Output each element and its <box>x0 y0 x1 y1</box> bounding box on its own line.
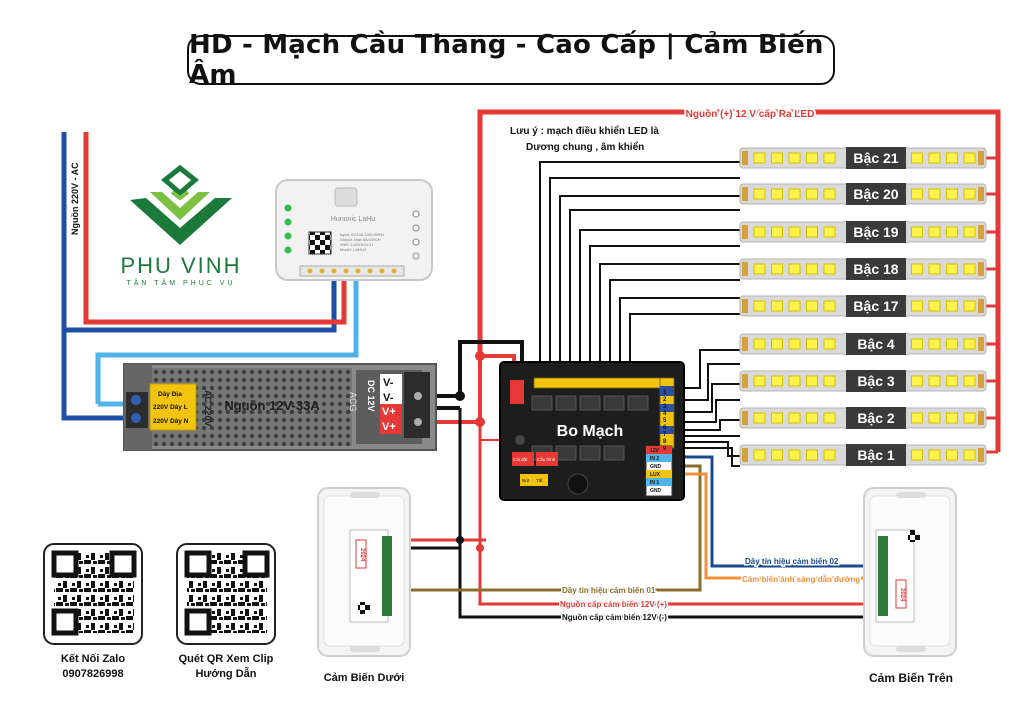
psu-brand: ACG <box>348 392 358 412</box>
qr-code-clip <box>176 543 276 645</box>
led-strip: Bậc 19 <box>739 221 987 243</box>
sensor-bottom-year: 2024 <box>359 548 365 562</box>
led-strip: Bậc 21 <box>739 147 987 169</box>
psu-terminal-4: V+ <box>382 421 396 433</box>
step-label: Bậc 1 <box>857 447 895 463</box>
ac-blue-psu <box>61 330 128 421</box>
sensor-bottom-device <box>317 487 411 657</box>
board-port-number: 2 <box>663 397 667 403</box>
step-label: Bậc 19 <box>853 224 898 240</box>
step-label: Bậc 3 <box>857 373 895 389</box>
board-port-number: 7 <box>663 432 667 438</box>
top-sig <box>660 455 882 568</box>
psu-input-neutral: 220V Dây N <box>153 418 189 425</box>
led-strip: Bậc 4 <box>739 333 987 355</box>
qr-zalo-line2: 0907826998 <box>62 668 123 680</box>
hunonic-controller <box>275 179 433 281</box>
board-port-number: 4 <box>663 411 667 417</box>
control-board <box>499 361 685 501</box>
board-button-1: Nút <box>522 478 530 483</box>
psu-terminal-1: V- <box>383 377 394 389</box>
led-strip: Bậc 20 <box>739 183 987 205</box>
psu-terminal-2: V- <box>383 392 394 404</box>
qr-zalo-line1: Kết Nối Zalo <box>61 653 125 665</box>
title-box: HD - Mạch Cầu Thang - Cao Cấp | Cảm Biến… <box>187 30 835 90</box>
psu-terminal-3: V+ <box>382 406 396 418</box>
qr-clip-line1: Quét QR Xem Clip <box>179 653 274 665</box>
dc-negative-wire <box>418 340 524 398</box>
qr-clip-line2: Hướng Dẫn <box>195 667 256 680</box>
junction-dots <box>475 351 485 552</box>
led-strip: Bậc 3 <box>739 370 987 392</box>
sensor-top-device <box>863 487 957 657</box>
sensor-bottom-label: Cảm Biến Dưới <box>324 672 405 684</box>
board-port-in2: IN 2 <box>650 456 659 462</box>
ac-live-wire <box>83 132 347 325</box>
sensor1-signal-label: Dây tín hiệu cảm biến 01 <box>562 586 656 595</box>
ac-power-label: Nguồn 220V - AC <box>70 162 80 235</box>
logo-brand: PHU VINH <box>120 253 241 278</box>
led-positive-loop <box>477 109 1001 452</box>
step-label: Bậc 4 <box>857 336 895 352</box>
step-label: Bậc 18 <box>853 261 898 277</box>
step-label: Bậc 20 <box>853 186 898 202</box>
step-label: Bậc 21 <box>853 150 898 166</box>
controller-spec-2: Output: Max 5A/1WCH <box>340 237 381 242</box>
light-blue-psu <box>95 278 359 404</box>
controller-spec-1: Input: AC100-240V/50Hz <box>340 232 384 237</box>
psu-input-live: 220V Dây L <box>153 404 188 411</box>
board-port-12v: 12V <box>650 448 660 454</box>
board-port-lux: LUX <box>650 472 661 478</box>
logo-tagline: TẬN TÂM PHỤC VỤ <box>126 278 235 287</box>
power-supply <box>123 363 437 451</box>
psu-ac-side: AC 220V <box>203 390 213 427</box>
board-port-in1: IN 1 <box>650 480 659 486</box>
page-title: HD - Mạch Cầu Thang - Cao Cấp | Cảm Biến… <box>189 30 824 90</box>
step-label: Bậc 2 <box>857 410 895 426</box>
qr-code-zalo <box>43 543 143 645</box>
phu-vinh-logo <box>130 164 232 245</box>
controller-name: Hunonic LaHu <box>331 216 375 223</box>
sensor-pos-main <box>478 422 880 606</box>
board-port-number: 6 <box>663 425 667 431</box>
light-sensor-label: Cảm biến ánh sáng dẫn đường <box>742 575 860 584</box>
board-port-gnd1: GND <box>650 464 662 470</box>
controller-spec-4: Model: LAHU4 <box>340 247 367 252</box>
board-name: Bo Mạch <box>557 423 624 440</box>
sensor-top-label: Cảm Biến Trên <box>869 671 953 685</box>
board-port-number: 1 <box>663 390 667 396</box>
board-button-setup: Cài đặt <box>513 457 528 462</box>
board-button-2: Tắt <box>536 477 543 483</box>
led-strips: Bậc 21 Bậc 20 Bậc 19 Bậc 18 Bậc 17 Bậc 4 Bậc 3… <box>739 147 987 466</box>
sensor-neg-main <box>458 408 858 619</box>
led-power-label: Nguồn (+) 12 V cấp Ra LED <box>686 108 815 120</box>
board-port-gnd2: GND <box>650 488 662 494</box>
led-strip: Bậc 18 <box>739 258 987 280</box>
psu-name: Nguồn 12V-33A <box>224 398 320 413</box>
sensor-power-neg-label: Nguồn cấp cảm biến 12V (-) <box>562 613 667 622</box>
board-button-config: Cấu hình <box>537 457 556 462</box>
board-port-number: 3 <box>663 404 667 410</box>
step-label: Bậc 17 <box>853 298 898 314</box>
controller-spec-3: WiFi: 2.4GHz/1CH <box>340 242 373 247</box>
psu-dc-side: DC 12V <box>366 380 376 412</box>
board-port-number: 8 <box>663 439 667 445</box>
ac-neutral-wire <box>61 132 337 333</box>
sensor-power-pos-label: Nguồn cấp cảm biến 12V (+) <box>560 600 667 609</box>
note-line-2: Dương chung , âm khiển <box>526 141 644 153</box>
led-strip: Bậc 2 <box>739 407 987 429</box>
board-port-number: 5 <box>663 418 667 424</box>
led-strip: Bậc 17 <box>739 295 987 317</box>
psu-input-earth: Dây Địa <box>158 391 182 398</box>
sensor-top-year: 2024 <box>899 588 905 602</box>
sensor2-signal-label: Dây tín hiệu cảm biến 02 <box>745 557 839 566</box>
note-line-1: Lưu ý : mạch điều khiển LED là <box>510 125 659 137</box>
led-strip: Bậc 1 <box>739 444 987 466</box>
board-port-number: 9 <box>663 446 667 452</box>
